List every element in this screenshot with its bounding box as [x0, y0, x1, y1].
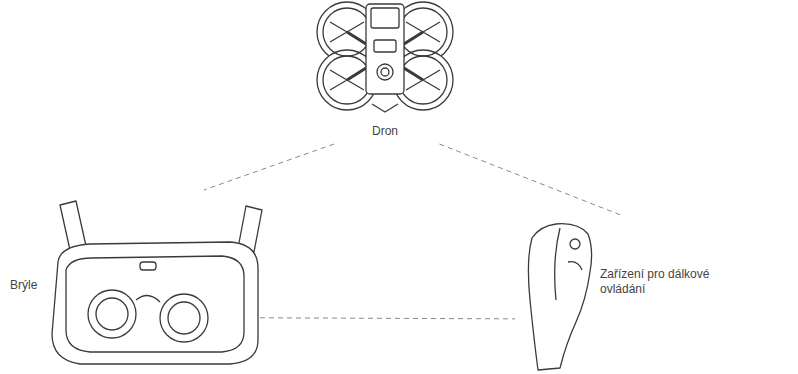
dashed-link	[439, 144, 620, 215]
device-node: Zařízení pro dálkové ovládání	[515, 215, 793, 370]
device-node: Dron	[300, 2, 470, 144]
remote-controller-illustration	[528, 224, 591, 370]
device-label: Zařízení pro dálkové ovládání	[600, 267, 740, 297]
goggles-illustration	[52, 201, 262, 364]
drone-illustration	[317, 2, 453, 112]
device-label: Dron	[372, 124, 400, 139]
device-label: Brýle	[10, 278, 39, 293]
dashed-link	[260, 318, 515, 319]
dashed-link	[204, 144, 334, 190]
device-node: Brýle	[5, 190, 260, 370]
